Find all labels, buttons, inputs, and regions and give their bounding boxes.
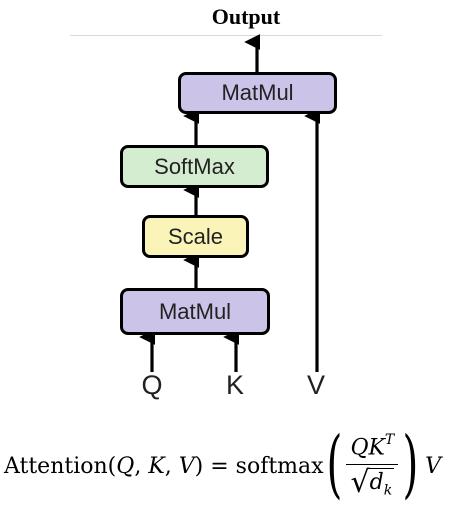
formula-comma-2: , <box>164 453 179 479</box>
formula-equals: = <box>203 453 236 479</box>
formula-paren-open: ( <box>326 421 342 507</box>
formula-arg-v: V <box>178 453 195 479</box>
matmul-bottom-box: MatMul <box>120 288 270 335</box>
attention-formula: Attention(Q, K, V) = softmax ( QKT √ dk … <box>4 420 441 512</box>
title-divider <box>70 35 382 36</box>
formula-numerator-sup: T <box>384 431 395 448</box>
formula-denominator: √ dk <box>351 465 395 498</box>
formula-denominator-sub: k <box>383 482 393 499</box>
formula-sqrt-body: dk <box>367 467 395 499</box>
matmul-top-label: MatMul <box>221 80 294 105</box>
formula-softmax: softmax <box>235 453 324 479</box>
scale-label: Scale <box>167 223 224 249</box>
softmax-box: SoftMax <box>120 145 269 188</box>
diagram-title: Output <box>211 4 281 29</box>
softmax-label: SoftMax <box>154 153 235 179</box>
formula-sqrt-sign: √ <box>350 465 370 501</box>
input-q-label: Q <box>141 370 163 400</box>
formula-lhs: Attention <box>4 453 108 479</box>
formula-args-close: ) <box>194 453 204 479</box>
formula-numerator: QKT <box>346 431 399 465</box>
formula-denominator-base: d <box>369 469 384 495</box>
formula-paren-close: ) <box>402 421 419 507</box>
formula-numerator-base: QK <box>350 434 385 460</box>
input-v-label: V <box>306 370 325 400</box>
input-k-label: K <box>225 370 244 400</box>
matmul-bottom-label: MatMul <box>158 298 232 324</box>
formula-multiplier: V <box>425 453 442 479</box>
scale-box: Scale <box>142 215 249 258</box>
formula-fraction: QKT √ dk <box>346 431 399 498</box>
formula-args-open: ( <box>107 453 117 479</box>
matmul-top-box: MatMul <box>178 72 337 114</box>
formula-comma-1: , <box>134 453 149 479</box>
formula-arg-q: Q <box>116 453 135 479</box>
formula-arg-k: K <box>148 453 165 479</box>
